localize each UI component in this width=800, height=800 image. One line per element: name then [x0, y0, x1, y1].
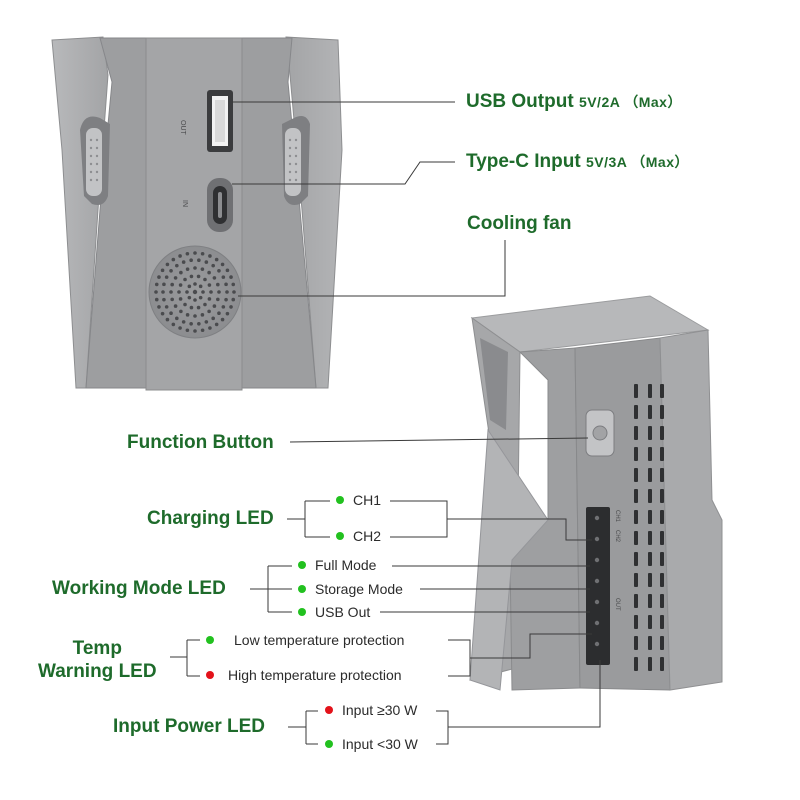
green-led-icon — [325, 740, 333, 748]
green-led-icon — [336, 496, 344, 504]
red-led-icon — [206, 671, 214, 679]
working-mode-storage: Storage Mode — [298, 581, 403, 597]
working-mode-led-label: Working Mode LED — [52, 578, 226, 599]
angled-view-device — [469, 295, 723, 691]
charging-led-label: Charging LED — [147, 508, 274, 529]
temp-warning-led-label: Temp Warning LED — [38, 637, 157, 683]
typec-input-spec: 5V/3A （Max） — [585, 154, 689, 170]
out-marking: OUT — [179, 120, 186, 135]
green-led-icon — [298, 608, 306, 616]
usb-output-label: USB Output 5V/2A （Max） — [466, 91, 682, 113]
ch2-marking: CH2 — [614, 530, 620, 543]
green-led-icon — [336, 532, 344, 540]
input-power-low: Input <30 W — [325, 736, 418, 752]
leader-lines — [170, 101, 601, 745]
led-strip — [586, 507, 610, 665]
green-led-icon — [298, 585, 306, 593]
typec-input-title: Type-C Input — [466, 151, 581, 172]
charging-led-ch2: CH2 — [336, 528, 381, 544]
ch1-marking: CH1 — [614, 510, 620, 523]
green-led-icon — [298, 561, 306, 569]
function-button-label: Function Button — [127, 432, 274, 453]
temp-high-protection: High temperature protection — [206, 667, 402, 683]
typec-input-label: Type-C Input 5V/3A （Max） — [466, 151, 689, 173]
front-view-device — [51, 36, 343, 391]
charging-led-ch1: CH1 — [336, 492, 381, 508]
red-led-icon — [325, 706, 333, 714]
input-power-led-label: Input Power LED — [113, 716, 265, 737]
green-led-icon — [206, 636, 214, 644]
usb-output-spec: 5V/2A （Max） — [578, 94, 682, 110]
cooling-fan-label: Cooling fan — [467, 213, 572, 234]
temp-warning-line-1: Temp — [72, 638, 122, 659]
working-mode-usb-out: USB Out — [298, 604, 370, 620]
working-mode-full: Full Mode — [298, 557, 376, 573]
led-out-marking: OUT — [614, 598, 620, 611]
usb-output-title: USB Output — [466, 91, 574, 112]
temp-low-protection: Low temperature protection — [206, 632, 404, 648]
in-marking: IN — [181, 200, 188, 207]
temp-warning-line-2: Warning LED — [38, 661, 157, 682]
input-power-high: Input ≥30 W — [325, 702, 417, 718]
